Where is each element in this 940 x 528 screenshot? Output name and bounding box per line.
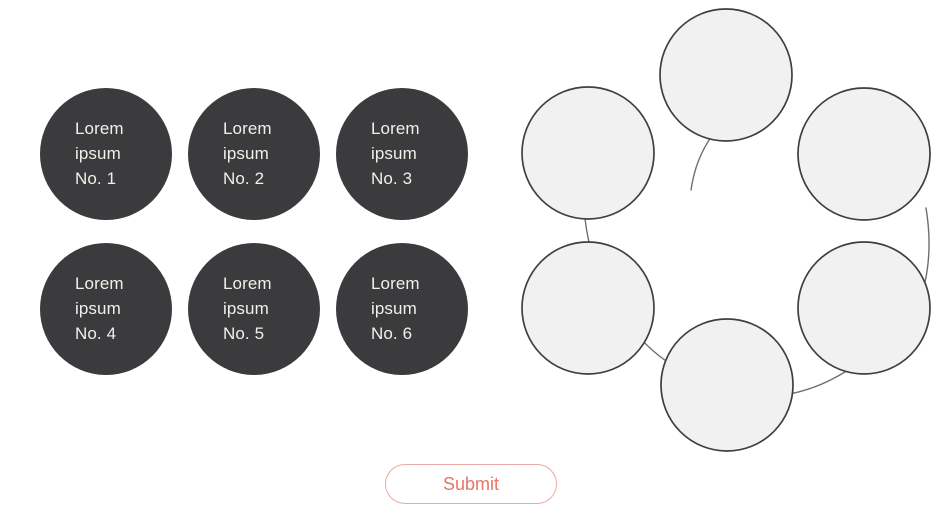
submit-button[interactable]: Submit <box>385 464 557 504</box>
cycle-node-6 <box>521 86 655 220</box>
cycle-node-group <box>521 8 931 452</box>
bubble-item-4[interactable]: Lorem ipsum No. 4 <box>40 243 172 375</box>
bubble-item-2[interactable]: Lorem ipsum No. 2 <box>188 88 320 220</box>
cycle-node-5 <box>521 241 655 375</box>
six-node-cycle-diagram <box>505 0 940 460</box>
bubble-label-5: Lorem ipsum No. 5 <box>223 274 272 343</box>
bubble-item-3[interactable]: Lorem ipsum No. 3 <box>336 88 468 220</box>
bubble-item-6[interactable]: Lorem ipsum No. 6 <box>336 243 468 375</box>
cycle-node-3 <box>797 241 931 375</box>
cycle-node-1 <box>659 8 793 142</box>
bubble-label-6: Lorem ipsum No. 6 <box>371 274 420 343</box>
lorem-bubble-grid: Lorem ipsum No. 1 Lorem ipsum No. 2 Lore… <box>40 88 490 378</box>
bubble-label-3: Lorem ipsum No. 3 <box>371 119 420 188</box>
cycle-node-4 <box>660 318 794 452</box>
bubble-label-4: Lorem ipsum No. 4 <box>75 274 124 343</box>
cycle-node-2 <box>797 87 931 221</box>
bubble-item-1[interactable]: Lorem ipsum No. 1 <box>40 88 172 220</box>
bubble-label-2: Lorem ipsum No. 2 <box>223 119 272 188</box>
bubble-label-1: Lorem ipsum No. 1 <box>75 119 124 188</box>
bubble-item-5[interactable]: Lorem ipsum No. 5 <box>188 243 320 375</box>
